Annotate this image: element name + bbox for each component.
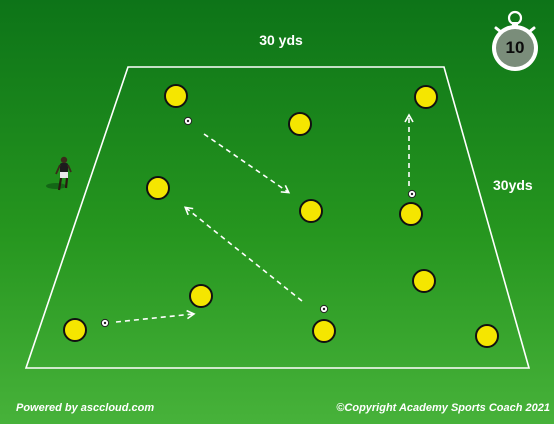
football-icon xyxy=(184,117,191,124)
cone xyxy=(190,285,212,307)
football-icon xyxy=(101,319,108,326)
cone xyxy=(165,85,187,107)
cone xyxy=(147,177,169,199)
cone xyxy=(400,203,422,225)
cone xyxy=(64,319,86,341)
field-length-label: 30yds xyxy=(493,177,533,193)
cone xyxy=(476,325,498,347)
football-icon xyxy=(408,190,415,197)
cone xyxy=(300,200,322,222)
football-icon xyxy=(320,305,327,312)
cone xyxy=(313,320,335,342)
cone xyxy=(413,270,435,292)
copyright-text: ©Copyright Academy Sports Coach 2021 xyxy=(336,402,550,414)
cone xyxy=(415,86,437,108)
powered-by-text: Powered by asccloud.com xyxy=(16,402,154,414)
cone xyxy=(289,113,311,135)
stopwatch-minutes: 10 xyxy=(497,38,533,58)
field-width-label: 30 yds xyxy=(236,32,326,48)
